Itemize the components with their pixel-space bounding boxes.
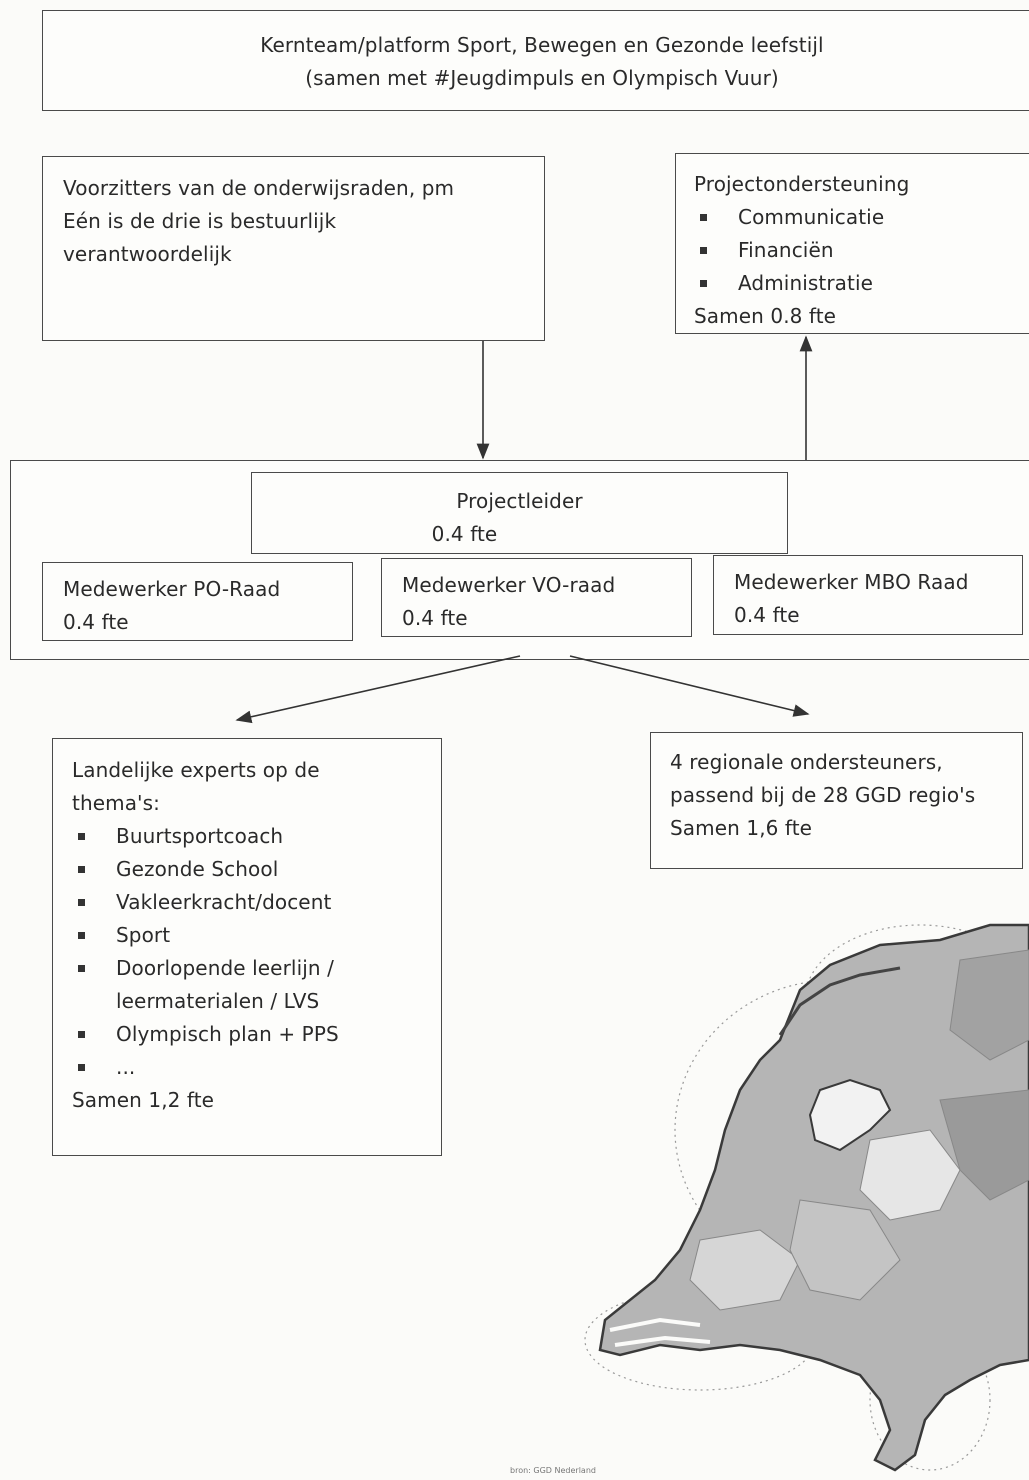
voorzitters-line-1: Voorzitters van de onderwijsraden, pm bbox=[63, 176, 455, 200]
voorzitters-line-2: Eén is de drie is bestuurlijk bbox=[63, 209, 337, 233]
projectondersteuning-title: Projectondersteuning bbox=[694, 172, 910, 196]
projectleider-title: Projectleider bbox=[456, 489, 583, 513]
list-item: Financiën bbox=[694, 234, 1029, 267]
regionaal-line-3: Samen 1,6 fte bbox=[670, 816, 813, 840]
projectondersteuning-total: Samen 0.8 fte bbox=[694, 304, 837, 328]
medewerker-po-fte: 0.4 fte bbox=[63, 610, 129, 634]
kernteam-subtitle: (samen met #Jeugdimpuls en Olympisch Vuu… bbox=[305, 66, 779, 90]
projectondersteuning-list: Communicatie Financiën Administratie bbox=[694, 201, 1029, 300]
list-item-continuation: leermaterialen / LVS bbox=[116, 989, 320, 1013]
medewerker-mbo-label: Medewerker MBO Raad bbox=[734, 570, 969, 594]
map-region-dark-1 bbox=[939, 1089, 1029, 1201]
medewerker-vo-fte: 0.4 fte bbox=[402, 606, 468, 630]
list-item: Doorlopende leerlijn / bbox=[72, 952, 441, 985]
list-item: Administratie bbox=[694, 267, 1029, 300]
map-zeeland-water bbox=[609, 1317, 711, 1347]
kernteam-title: Kernteam/platform Sport, Bewegen en Gezo… bbox=[260, 33, 824, 57]
medewerker-mbo-box: Medewerker MBO Raad 0.4 fte bbox=[713, 555, 1023, 635]
map-region-dark-2 bbox=[949, 949, 1029, 1061]
map-region-light-2 bbox=[689, 1229, 801, 1311]
projectleider-box: Projectleider 0.4 fte bbox=[251, 472, 788, 554]
experts-total: Samen 1,2 fte bbox=[72, 1088, 215, 1112]
medewerker-po-label: Medewerker PO-Raad bbox=[63, 577, 281, 601]
list-item: Sport bbox=[72, 919, 441, 952]
kernteam-box: Kernteam/platform Sport, Bewegen en Gezo… bbox=[42, 10, 1029, 111]
experts-box: Landelijke experts op de thema's: Buurts… bbox=[52, 738, 442, 1156]
list-item: Olympisch plan + PPS bbox=[72, 1018, 441, 1051]
medewerker-po-box: Medewerker PO-Raad 0.4 fte bbox=[42, 562, 353, 641]
projectleider-fte: 0.4 fte bbox=[431, 522, 498, 546]
voorzitters-box: Voorzitters van de onderwijsraden, pm Eé… bbox=[42, 156, 545, 341]
map-region-mid bbox=[789, 1199, 901, 1301]
projectondersteuning-box: Projectondersteuning Communicatie Financ… bbox=[675, 153, 1029, 334]
experts-line-2: thema's: bbox=[72, 791, 161, 815]
list-item: Buurtsportcoach bbox=[72, 820, 441, 853]
list-item: Communicatie bbox=[694, 201, 1029, 234]
arrow-team-to-regionaal bbox=[569, 655, 810, 717]
regionaal-line-1: 4 regionale ondersteuners, bbox=[670, 750, 943, 774]
map-islands bbox=[778, 966, 901, 1036]
medewerker-vo-label: Medewerker VO-raad bbox=[402, 573, 616, 597]
voorzitters-line-3: verantwoordelijk bbox=[63, 242, 232, 266]
list-item: Gezonde School bbox=[72, 853, 441, 886]
regionaal-box: 4 regionale ondersteuners, passend bij d… bbox=[650, 732, 1023, 869]
list-item: Vakleerkracht/docent bbox=[72, 886, 441, 919]
map-caption: bron: GGD Nederland bbox=[510, 1466, 596, 1475]
medewerker-mbo-fte: 0.4 fte bbox=[734, 603, 800, 627]
arrow-team-to-experts bbox=[235, 655, 521, 724]
map-inner-sea bbox=[808, 1078, 892, 1152]
experts-line-1: Landelijke experts op de bbox=[72, 758, 320, 782]
regionaal-line-2: passend bij de 28 GGD regio's bbox=[670, 783, 976, 807]
list-item: ... bbox=[72, 1051, 441, 1084]
map-region-light-1 bbox=[859, 1129, 961, 1221]
medewerker-vo-box: Medewerker VO-raad 0.4 fte bbox=[381, 558, 692, 637]
experts-list: Buurtsportcoach Gezonde School Vakleerkr… bbox=[72, 820, 441, 1084]
